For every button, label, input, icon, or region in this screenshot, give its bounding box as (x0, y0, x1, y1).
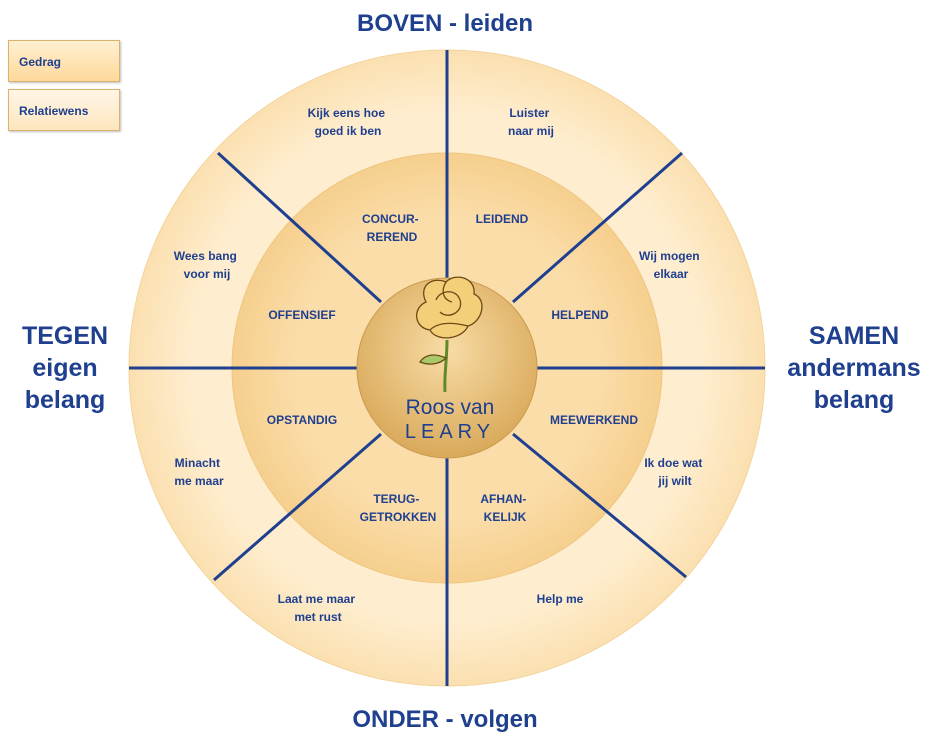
wish-bang: Wees bang voor mij (174, 249, 240, 281)
divider-line-sw (213, 432, 382, 582)
wish-rust: Laat me maar met rust (278, 592, 359, 624)
center-title-line2: LEARY (405, 421, 495, 443)
axis-right-line: andermans (787, 354, 921, 382)
axis-left-line: TEGEN (21, 322, 109, 350)
rose-icon (416, 276, 483, 393)
axis-left-line: belang (24, 386, 106, 414)
wish-kijk: Kijk eens hoe goed ik ben (308, 106, 389, 138)
legend-behavior: Gedrag (8, 40, 120, 82)
behavior-helpend: HELPEND (551, 308, 609, 322)
divider-lines (129, 50, 765, 686)
wish-doe: Ik doe wat jij wilt (644, 456, 705, 488)
axis-label-top: BOVEN - leiden (356, 10, 534, 37)
axis-right-line: belang (813, 386, 895, 414)
behavior-meewerkend: MEEWERKEND (550, 413, 638, 427)
axis-label-right: SAMEN andermans belang (778, 320, 930, 416)
wish-help: Help me (537, 592, 584, 606)
wish-luister: Luister naar mij (508, 106, 554, 138)
axis-left-line: eigen (32, 354, 98, 382)
behavior-afhankelijk: AFHAN- KELIJK (480, 492, 529, 524)
divider-line-nw (216, 151, 383, 304)
divider-line-se (512, 432, 687, 579)
axis-label-left: TEGEN eigen belang (0, 320, 130, 416)
behavior-leidend: LEIDEND (476, 212, 529, 226)
center-title-line1: Roos van (406, 396, 495, 419)
wish-mogen: Wij mogen elkaar (639, 249, 703, 281)
wish-minacht: Minacht me maar (174, 456, 224, 488)
behavior-teruggetrokken: TERUG- GETROKKEN (360, 492, 437, 524)
behavior-offensief: OFFENSIEF (268, 308, 335, 322)
divider-line-ne (512, 151, 683, 304)
axis-right-line: SAMEN (808, 322, 900, 350)
behavior-concurrerend: CONCUR- REREND (362, 212, 422, 244)
behavior-opstandig: OPSTANDIG (267, 413, 337, 427)
legend-relation-wish: Relatiewens (8, 89, 120, 131)
axis-label-bottom: ONDER - volgen (352, 706, 538, 733)
